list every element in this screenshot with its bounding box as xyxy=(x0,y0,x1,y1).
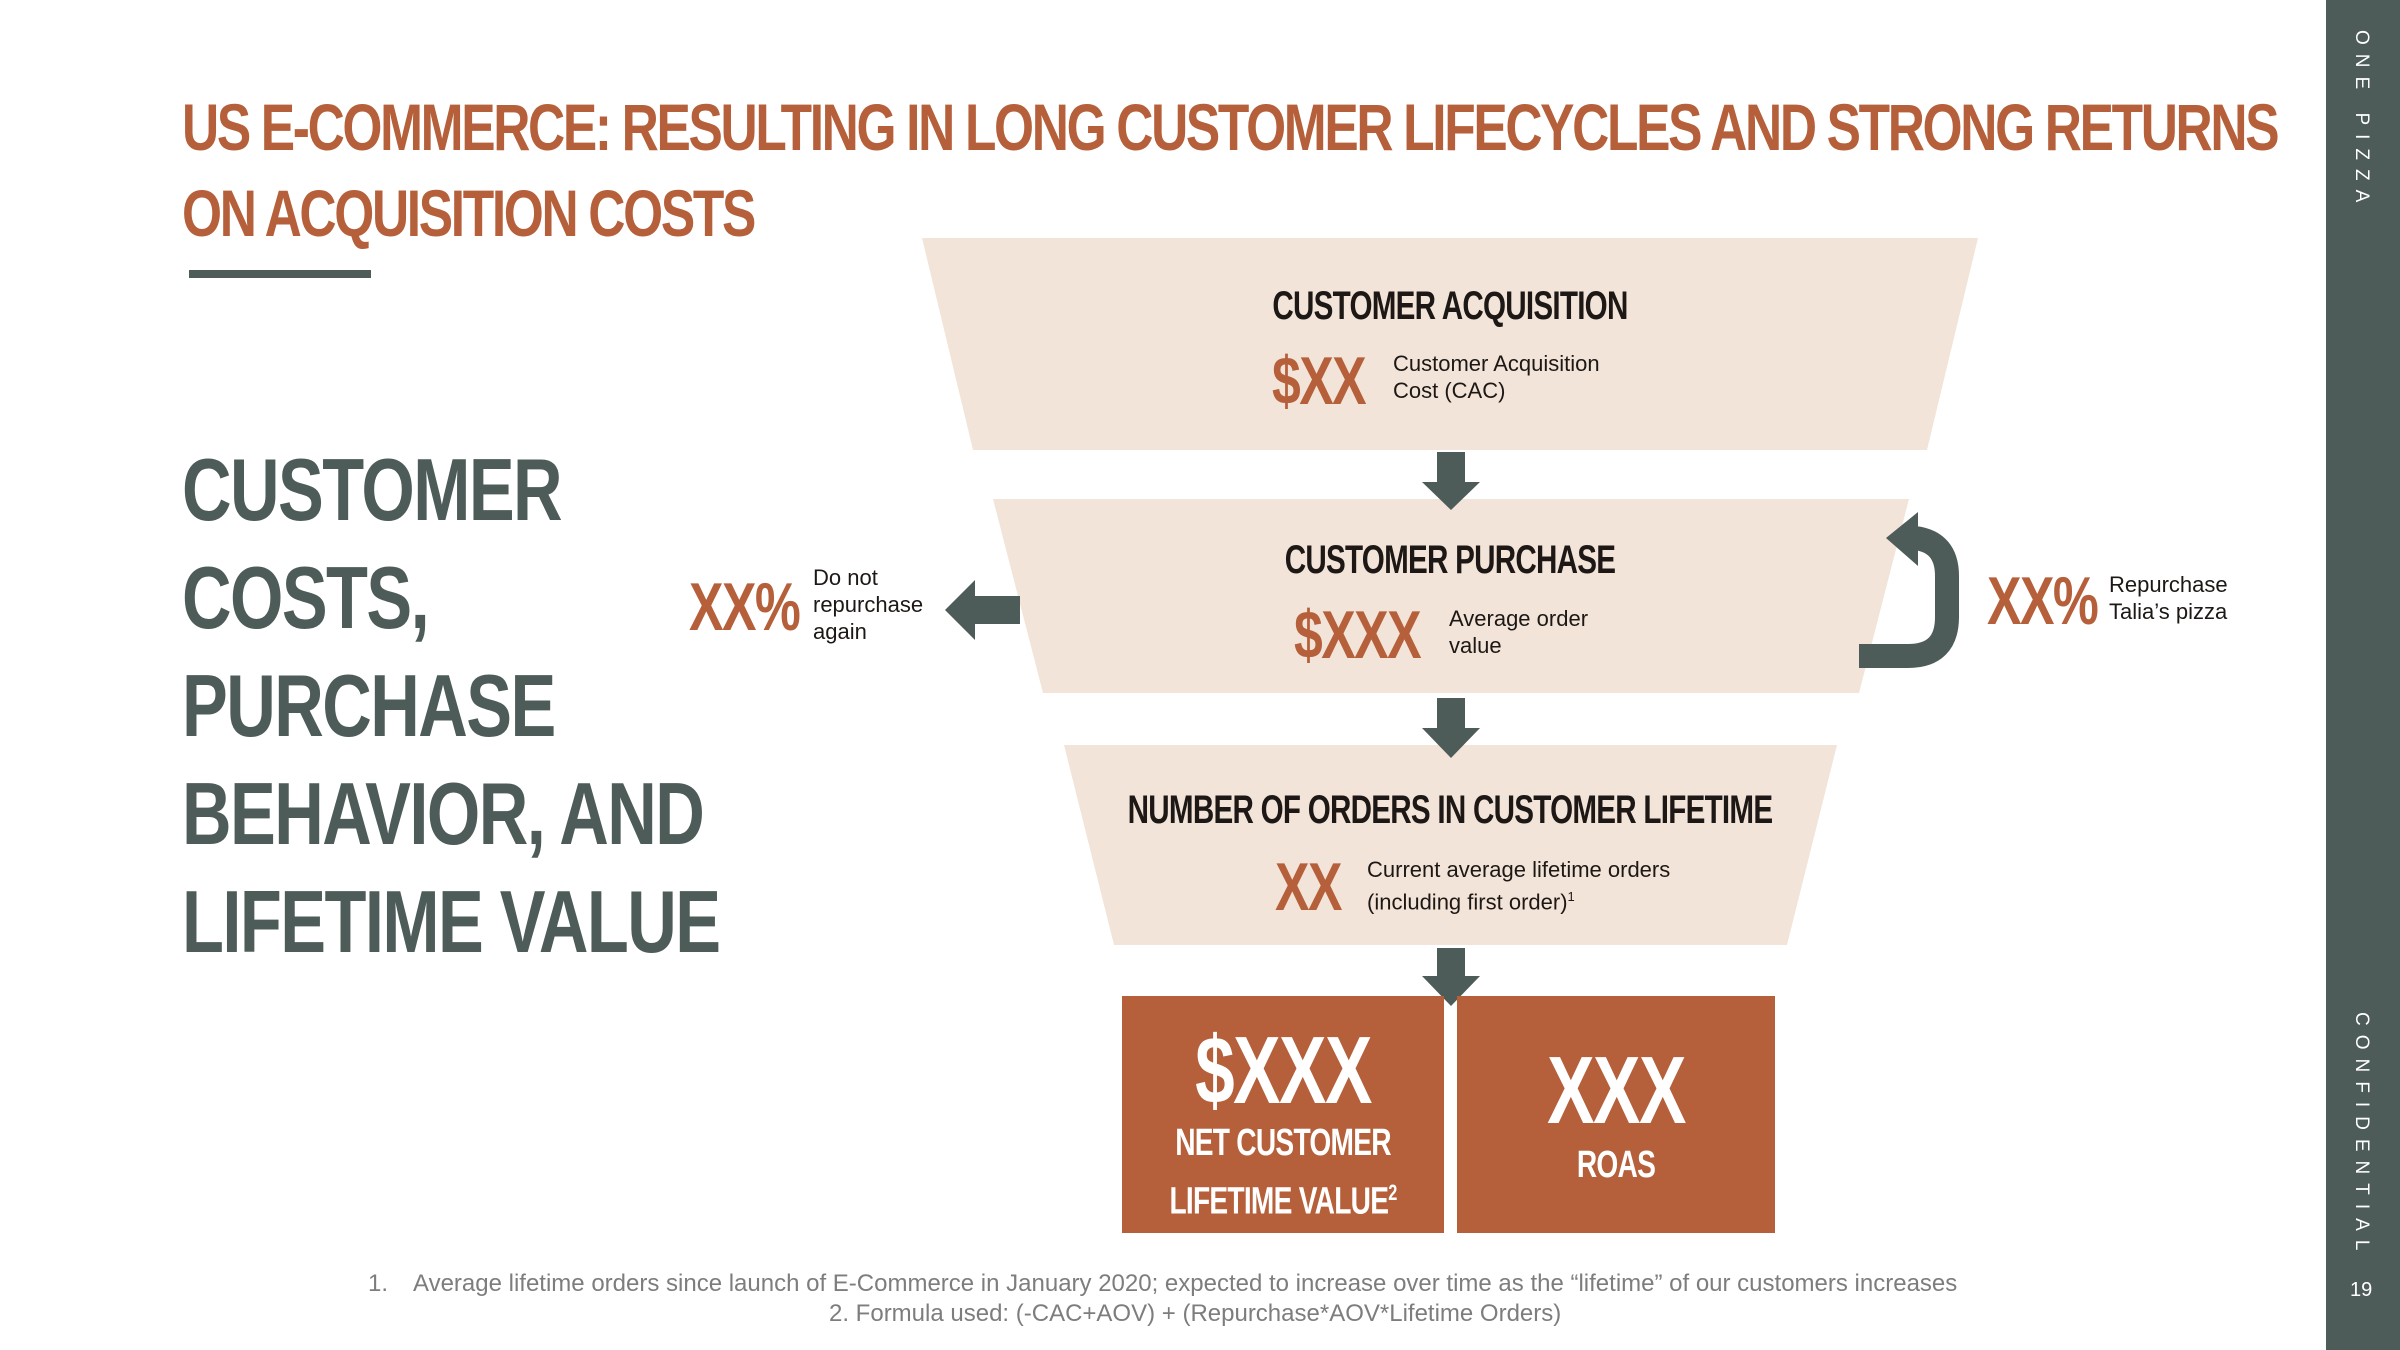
churn-desc-line: again xyxy=(813,619,867,644)
repurchase-value: XX% xyxy=(1987,563,2099,639)
side-heading-line: BEHAVIOR, AND xyxy=(182,764,705,863)
down-arrow-icon xyxy=(1422,948,1480,1006)
footnote-ref: 2 xyxy=(1388,1180,1397,1205)
footnote-1-number: 1. xyxy=(368,1270,389,1297)
loop-arrow-icon xyxy=(1859,526,1959,668)
result-box-lifetime-value: $XXX NET CUSTOMER LIFETIME VALUE2 xyxy=(1122,996,1444,1233)
stage-desc-line: (including first order)1 xyxy=(1367,883,1670,915)
repurchase-desc-line: Talia’s pizza xyxy=(2109,599,2228,624)
result-box-roas: XXX ROAS xyxy=(1457,996,1775,1233)
churn-value: XX% xyxy=(689,569,801,645)
side-heading-line: LIFETIME VALUE xyxy=(182,872,721,971)
stage-desc-acquisition: Customer Acquisition Cost (CAC) xyxy=(1393,350,1600,404)
stage-desc-line: value xyxy=(1449,633,1502,658)
result-label-line: NET CUSTOMER xyxy=(1175,1122,1391,1164)
footnote-2: 2. Formula used: (-CAC+AOV) + (Repurchas… xyxy=(829,1300,1562,1327)
side-heading-line: PURCHASE xyxy=(182,656,556,755)
footnote-1: Average lifetime orders since launch of … xyxy=(413,1270,1958,1297)
down-arrow-icon xyxy=(1422,698,1480,758)
confidential-label: CONFIDENTIAL xyxy=(2351,1012,2372,1260)
stage-desc-orders: Current average lifetime orders (includi… xyxy=(1367,856,1670,915)
down-arrow-icon xyxy=(1422,452,1480,510)
title-underline xyxy=(189,270,371,278)
stage-desc-line: Customer Acquisition xyxy=(1393,351,1600,376)
stage-title-purchase: CUSTOMER PURCHASE xyxy=(1284,538,1616,582)
brand-label: ONE PIZZA xyxy=(2351,30,2372,212)
page-number: 19 xyxy=(2350,1279,2373,1301)
stage-desc-line: Current average lifetime orders xyxy=(1367,857,1671,882)
stage-value-purchase: $XXX xyxy=(1294,597,1422,673)
funnel-stage-orders xyxy=(1064,745,1837,945)
result-label: ROAS xyxy=(1576,1144,1656,1186)
stage-desc-purchase: Average order value xyxy=(1449,605,1588,659)
churn-desc-line: repurchase xyxy=(813,592,924,617)
stage-title-acquisition: CUSTOMER ACQUISITION xyxy=(1272,284,1628,328)
stage-desc-line: Cost (CAC) xyxy=(1393,378,1506,403)
result-label: NET CUSTOMER LIFETIME VALUE2 xyxy=(1165,1118,1402,1227)
page-title-line1: US E-Commerce: Resulting in long custome… xyxy=(182,90,2280,164)
stage-title-orders: NUMBER OF ORDERS IN CUSTOMER LIFETIME xyxy=(1127,788,1773,832)
result-value: $XXX xyxy=(1195,1017,1372,1124)
result-label-text: LIFETIME VALUE xyxy=(1169,1180,1389,1223)
loop-arrowhead-icon xyxy=(1886,512,1918,566)
side-heading-line: CUSTOMER xyxy=(182,440,563,539)
stage-value-orders: XX xyxy=(1275,849,1342,925)
result-label-line: LIFETIME VALUE2 xyxy=(1165,1168,1402,1227)
sidebar: ONE PIZZA CONFIDENTIAL 19 xyxy=(2326,0,2400,1350)
funnel-stage-acquisition xyxy=(922,238,1978,450)
page-title-line2: on acquisition costs xyxy=(182,176,756,250)
result-value: XXX xyxy=(1547,1037,1686,1144)
footnote-ref: 1 xyxy=(1567,889,1575,904)
left-arrow-icon xyxy=(945,580,1020,640)
churn-desc-line: Do not xyxy=(813,565,878,590)
side-heading-line: COSTS, xyxy=(182,548,430,647)
funnel-stage-purchase xyxy=(993,499,1909,693)
side-heading: CUSTOMER COSTS, PURCHASE BEHAVIOR, AND L… xyxy=(182,436,721,976)
page-title: US E-Commerce: Resulting in long custome… xyxy=(182,84,2280,256)
stage-value-acquisition: $XX xyxy=(1272,343,1367,419)
churn-desc: Do not repurchase again xyxy=(813,564,923,645)
stage-desc-text: (including first order) xyxy=(1367,889,1568,915)
repurchase-desc: Repurchase Talia’s pizza xyxy=(2109,571,2228,625)
stage-desc-line: Average order xyxy=(1449,606,1589,631)
repurchase-desc-line: Repurchase xyxy=(2109,572,2228,597)
